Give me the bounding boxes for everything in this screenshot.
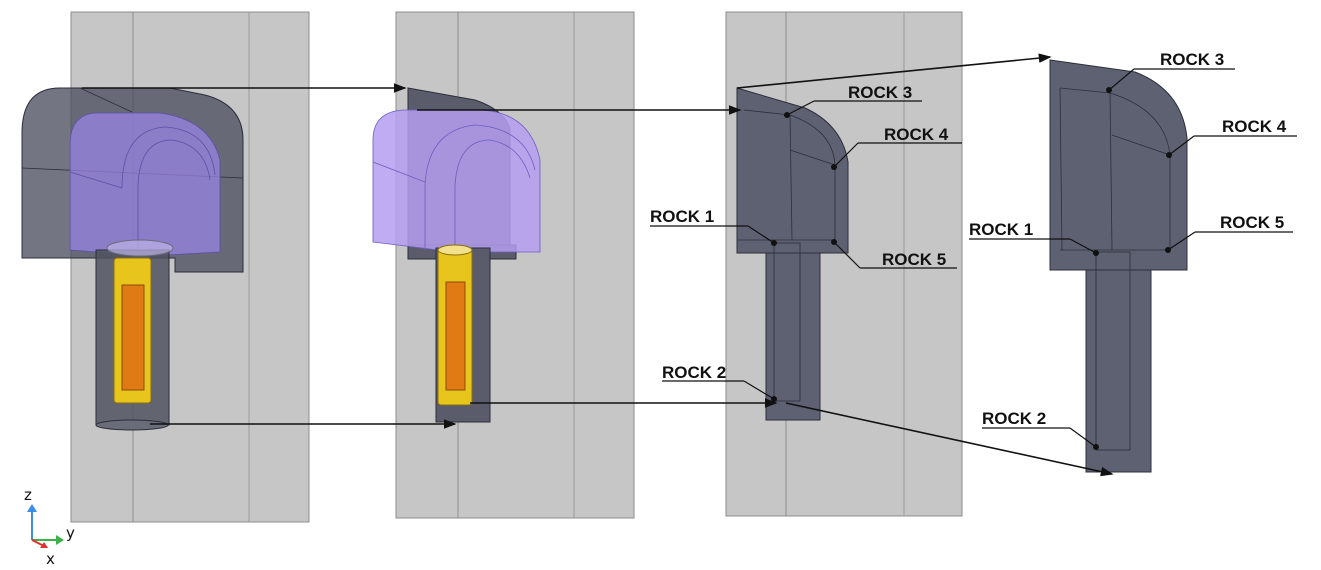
panel-2-canopy-view [372, 11, 635, 519]
label-rock-5: ROCK 5 [1165, 213, 1293, 253]
label-rock-1-text: ROCK 1 [650, 207, 714, 226]
axis-triad: z y x [24, 486, 75, 568]
purple-canopy [69, 112, 221, 257]
arrow-bottom-p3-p4 [785, 402, 1114, 477]
label-rock-3-text: ROCK 3 [848, 83, 912, 102]
x-axis-label: x [46, 550, 55, 568]
z-axis-label: z [24, 486, 32, 504]
yellow-canister [113, 257, 152, 404]
connector-arrows [82, 53, 1114, 477]
label-rock-2-text: ROCK 2 [982, 409, 1046, 428]
label-rock-1: ROCK 1 [969, 220, 1099, 256]
rock-block [736, 87, 849, 421]
panel-3-labels: ROCK 3 ROCK 4 ROCK 1 ROCK 5 ROCK 2 [650, 83, 962, 402]
y-axis-arrow [56, 535, 64, 545]
y-axis-label: y [66, 524, 75, 542]
label-rock-4: ROCK 4 [1166, 117, 1297, 158]
x-axis-arrow [40, 542, 48, 548]
label-rock-3-text: ROCK 3 [1160, 50, 1224, 69]
label-rock-4-text: ROCK 4 [1222, 117, 1287, 136]
rock-slab [395, 11, 635, 519]
label-rock-2: ROCK 2 [982, 409, 1099, 450]
label-rock-2-text: ROCK 2 [662, 363, 726, 382]
label-rock-2: ROCK 2 [662, 363, 777, 402]
label-rock-1: ROCK 1 [650, 207, 777, 246]
label-rock-4: ROCK 4 [831, 125, 962, 170]
yellow-canister [437, 244, 473, 406]
label-rock-4-text: ROCK 4 [884, 125, 949, 144]
purple-canopy [372, 109, 541, 253]
arrow-top-p3-p4 [736, 53, 1052, 89]
z-axis-arrow [27, 504, 37, 512]
label-rock-5-text: ROCK 5 [1220, 213, 1284, 232]
label-rock-3: ROCK 3 [784, 83, 922, 118]
panel-1-full-model [21, 11, 310, 523]
label-rock-3: ROCK 3 [1106, 50, 1235, 93]
panel-4-rock-zones-detail [1049, 59, 1188, 473]
label-rock-1-text: ROCK 1 [969, 220, 1033, 239]
panel-4-labels: ROCK 3 ROCK 4 ROCK 1 ROCK 5 ROCK 2 [969, 50, 1297, 450]
label-rock-5-text: ROCK 5 [882, 250, 946, 269]
rock-block [1049, 59, 1188, 473]
label-rock-5: ROCK 5 [831, 239, 957, 269]
